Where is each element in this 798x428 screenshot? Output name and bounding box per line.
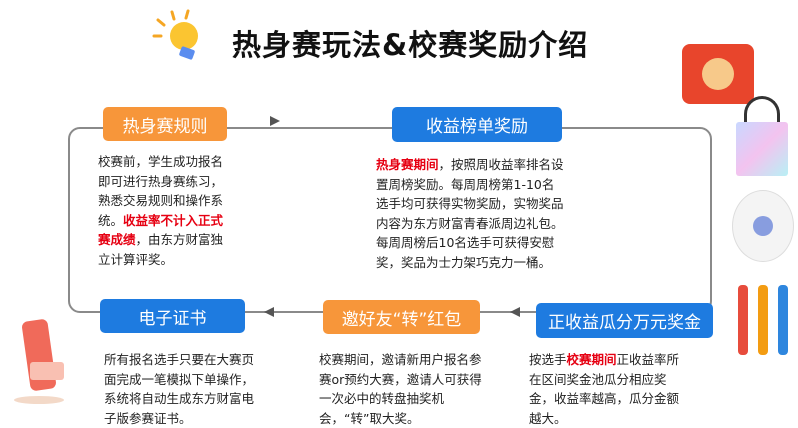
pillow-image <box>682 44 754 104</box>
certificate-label: 电子证书 <box>100 299 245 333</box>
arrow-left-icon <box>264 307 274 317</box>
phone-illustration <box>4 318 66 408</box>
leaderboard-reward-label: 收益榜单奖励 <box>392 107 562 142</box>
umbrella-image <box>732 190 794 262</box>
arrow-left-icon <box>510 307 520 317</box>
warmup-rules-label: 热身赛规则 <box>103 107 227 141</box>
invite-friends-label: 邀好友“转”红包 <box>323 300 480 334</box>
prize-pool-text: 按选手校赛期间正收益率所在区间奖金池瓜分相应奖金，收益率越高，瓜分金额越大。 <box>529 352 680 426</box>
certificate-text: 所有报名选手只要在大赛页面完成一笔模拟下单操作，系统将自动生成东方财富电子版参赛… <box>104 352 255 426</box>
pens-image <box>734 285 794 355</box>
page-title: 热身赛玩法&校赛奖励介绍 <box>232 28 589 62</box>
arrow-right-icon <box>270 116 280 126</box>
tote-bag-image <box>736 96 788 176</box>
warmup-rules-text: 校赛前，学生成功报名即可进行热身赛练习，熟悉交易规则和操作系统。收益率不计入正式… <box>98 154 224 267</box>
prize-pool-label: 正收益瓜分万元奖金 <box>536 303 713 338</box>
leaderboard-reward-text: 热身赛期间，按照周收益率排名设置周榜奖励。每周周榜第1-10名选手均可获得实物奖… <box>376 157 564 270</box>
invite-friends-text: 校赛期间，邀请新用户报名参赛or预约大赛，邀请人可获得一次必中的转盘抽奖机会，“… <box>319 352 482 426</box>
lightbulb-icon <box>152 9 198 60</box>
